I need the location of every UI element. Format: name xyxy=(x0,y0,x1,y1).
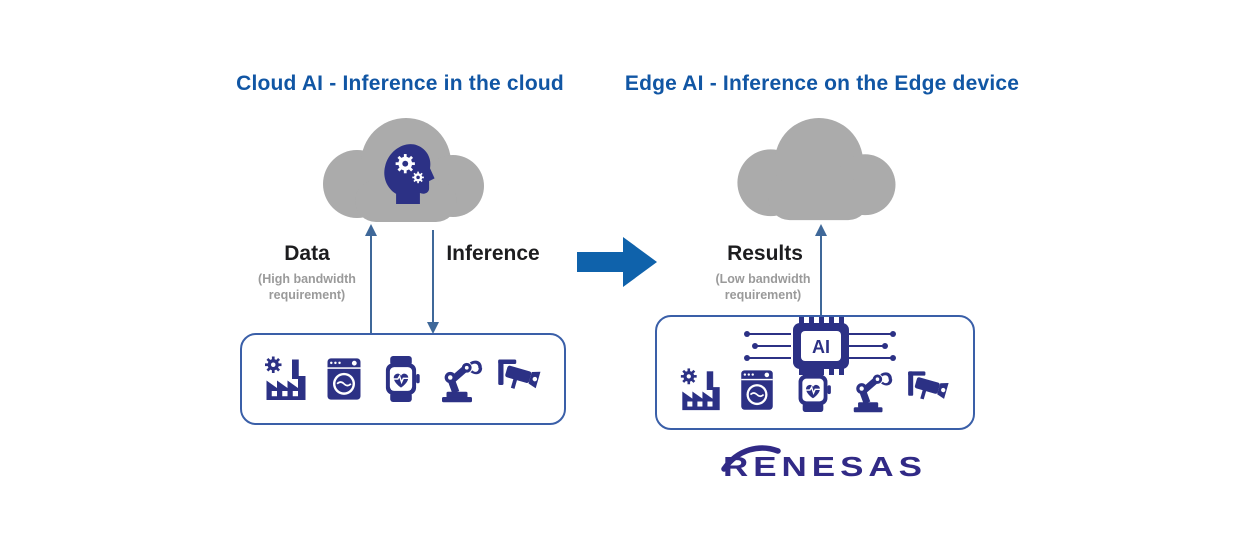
ai-chip-icon: AI xyxy=(744,317,896,375)
data-label: Data xyxy=(284,242,330,265)
inference-down-arrow-icon xyxy=(427,230,439,334)
results-up-arrow-icon xyxy=(815,224,827,320)
factory-icon xyxy=(678,367,724,413)
cloud-to-edge-arrow-icon xyxy=(577,237,657,287)
security-camera-icon xyxy=(906,367,952,413)
results-bandwidth-note: (Low bandwidth requirement) xyxy=(715,272,811,303)
cloud-ai-title: Cloud AI - Inference in the cloud xyxy=(236,72,564,95)
data-up-arrow-icon xyxy=(365,224,377,336)
security-camera-icon xyxy=(496,355,544,403)
results-label: Results xyxy=(727,242,803,265)
ai-brain-head-icon xyxy=(384,144,435,204)
cloud-devices-box xyxy=(240,333,566,425)
cloud-shape-right xyxy=(720,116,908,224)
washing-machine-icon xyxy=(322,357,366,401)
smartwatch-icon xyxy=(378,356,424,402)
data-bandwidth-note: (High bandwidth requirement) xyxy=(258,272,356,303)
ai-chip-label: AI xyxy=(812,337,830,357)
robot-arm-icon xyxy=(436,355,484,403)
cloud-icon xyxy=(720,116,908,224)
renesas-logo-swoosh xyxy=(721,445,781,472)
inference-label: Inference xyxy=(446,242,540,265)
edge-ai-title: Edge AI - Inference on the Edge device xyxy=(624,72,1020,95)
renesas-logo: RENESAS xyxy=(721,445,927,482)
renesas-logo-text: RENESAS xyxy=(723,451,927,482)
factory-icon xyxy=(262,355,310,403)
cloud-shape-left xyxy=(309,116,493,226)
